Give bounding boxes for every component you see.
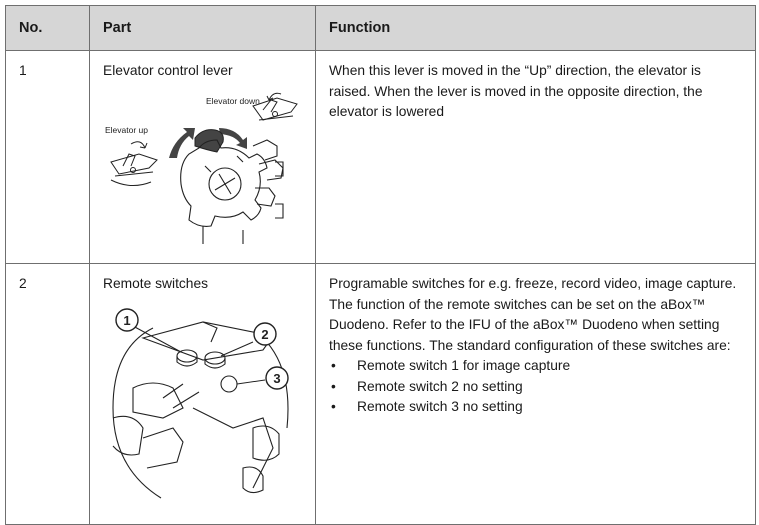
parts-table: No. Part Function 1 Elevator control lev…: [5, 5, 756, 525]
control-body-drawing: [180, 138, 284, 244]
part-cell: Remote switches: [89, 263, 316, 525]
lever-up-detail-icon: [110, 140, 158, 186]
function-text: Programable switches for e.g. freeze, re…: [329, 276, 737, 353]
list-item: • Remote switch 2 no setting: [329, 377, 745, 398]
function-cell: Programable switches for e.g. freeze, re…: [315, 263, 756, 525]
elevator-down-arrow-icon: [219, 127, 247, 149]
header-part: Part: [89, 5, 316, 51]
table-header-row: No. Part Function: [5, 5, 756, 51]
lever-down-detail-icon: [252, 92, 298, 121]
list-item-text: Remote switch 3 no setting: [357, 399, 523, 414]
header-no: No.: [5, 5, 90, 51]
list-item: • Remote switch 3 no setting: [329, 397, 745, 418]
callout-3-number: 3: [273, 371, 280, 386]
header-function: Function: [315, 5, 756, 51]
remote-switch-list: • Remote switch 1 for image capture • Remo…: [329, 356, 745, 418]
list-item-text: Remote switch 2 no setting: [357, 378, 523, 394]
function-text: When this lever is moved in the “Up” dir…: [329, 63, 703, 119]
elevator-down-label: Elevator down: [206, 96, 260, 106]
table-row: 1 Elevator control lever Elevator up Ele…: [5, 50, 756, 264]
callout-2-marker: 2: [253, 321, 277, 346]
elevator-lever-illustration: Elevator up Elevator down: [105, 92, 298, 244]
function-cell: When this lever is moved in the “Up” dir…: [315, 50, 756, 264]
part-cell: Elevator control lever Elevator up Eleva…: [89, 50, 316, 264]
row-number: 1: [5, 50, 90, 264]
bullet-icon: •: [331, 358, 336, 373]
handle-drawing: [112, 320, 289, 498]
bullet-icon: •: [331, 399, 336, 414]
elevator-up-arrow-icon: [169, 127, 195, 158]
list-item-text: Remote switch 1 for image capture: [357, 358, 571, 373]
callout-1-number: 1: [123, 313, 130, 328]
bullet-icon: •: [331, 378, 336, 394]
callout-lines: [132, 325, 266, 384]
elevator-up-label: Elevator up: [105, 125, 148, 135]
row-number: 2: [5, 263, 90, 525]
callout-2-number: 2: [261, 327, 268, 342]
table-row: 2 Remote switches: [5, 263, 756, 525]
part-name: Elevator control lever: [103, 63, 233, 78]
part-name: Remote switches: [103, 276, 209, 291]
remote-switches-illustration: 1 2 3: [112, 307, 289, 498]
list-item: • Remote switch 1 for image capture: [329, 356, 745, 377]
callout-3-marker: 3: [265, 365, 289, 390]
callout-1-marker: 1: [115, 307, 139, 332]
